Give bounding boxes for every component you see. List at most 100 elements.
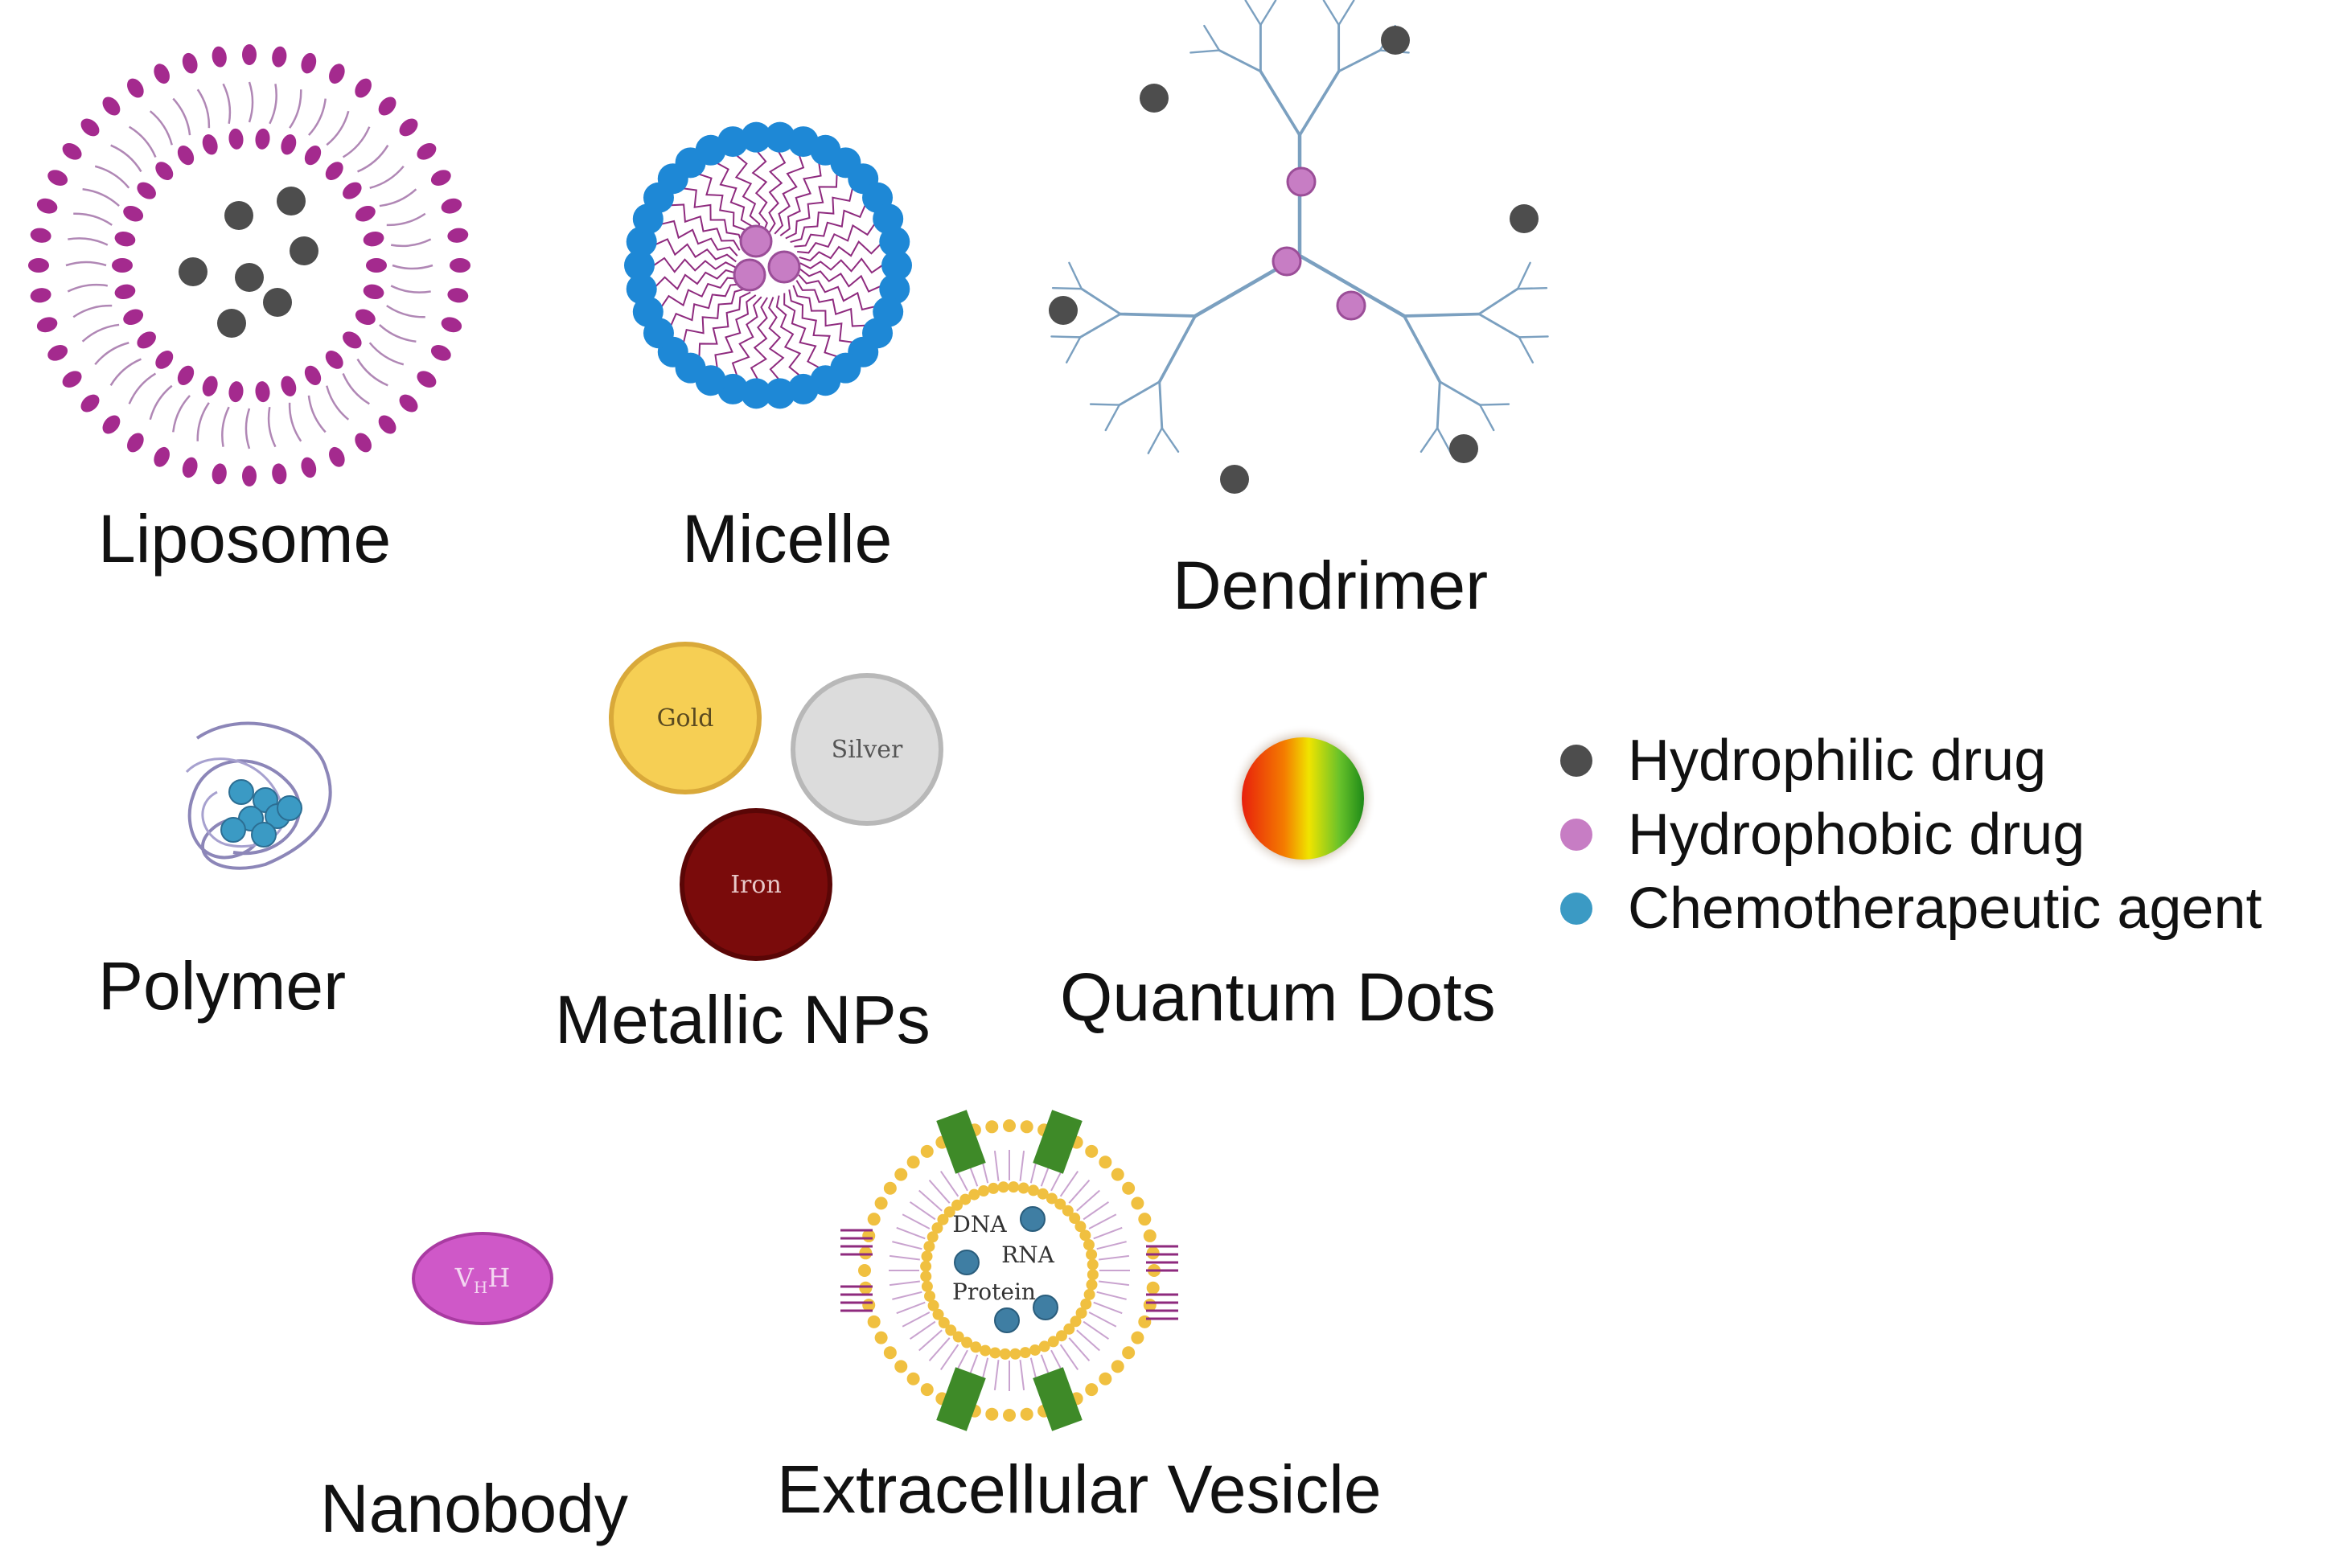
ev-lipid-tail [1076,1189,1100,1212]
inner-lipid-head [363,284,384,300]
nanobody-label-main: V [454,1262,475,1293]
ev-lipid-head [1020,1407,1033,1421]
ev-lipid-head [1075,1307,1087,1319]
micelle-tail [714,294,757,368]
outer-lipid-head [329,446,345,467]
ev-lipid-head [980,1344,992,1357]
dendrimer-branch [1119,312,1197,318]
ev-lipid-head [1111,1168,1124,1181]
gold-particle [609,642,762,794]
micelle-caption: Micelle [682,501,893,577]
micelle-tail [797,224,876,254]
polymer-caption: Polymer [98,948,347,1024]
ev-lipid-head [931,1222,943,1234]
lipid-tail [67,283,109,293]
lipid-tail [72,304,113,318]
lipid-tail [326,110,350,146]
ev-lipid-head [920,1144,934,1158]
ev-lipid-head [883,1346,897,1360]
inner-lipid-head [343,331,362,349]
nanobody-graphic: VHH [412,1232,553,1325]
ev-lipid-head [1087,1269,1099,1281]
lipid-tail [379,324,417,343]
ev-lipid-head [1046,1192,1058,1205]
ev-lipid-head [959,1193,972,1205]
outer-lipid-head [127,78,144,98]
ev-lipid-head [1003,1409,1016,1422]
ev-lipid-tail [1068,1180,1091,1204]
lipid-tail [390,285,431,293]
ev-lipid-head [1111,1360,1124,1373]
ev-lipid-head [921,1250,933,1262]
ev-lipid-tail [918,1329,943,1352]
outer-lipid-head [272,46,287,68]
lipid-tail [356,358,388,387]
ev-lipid-tail [1099,1254,1130,1261]
inner-lipid-head [228,381,244,403]
micelle-tail [799,240,881,262]
dendrimer-graphic [1049,0,1549,494]
ev-lipid-head [1074,1221,1087,1233]
micelle-tail [660,277,739,307]
ev-lipid-head [894,1168,908,1181]
ev-cargo-molecule [954,1250,980,1275]
micelle-tail [785,174,838,240]
ev-channel [936,1110,986,1174]
inner-lipid-head [281,376,297,396]
inner-lipid-head [137,331,156,349]
metallic-caption: Metallic NPs [555,982,931,1057]
outer-lipid-head [378,96,396,116]
ev-lipid-tail [1059,1170,1079,1197]
micelle-tail [683,287,746,343]
silver-particle [791,673,943,826]
inner-lipid-head [355,205,376,222]
ev-lipid-head [1086,1279,1098,1291]
lipid-tail [222,83,232,125]
inner-lipid-head [202,376,218,396]
dendrimer-branch [1079,313,1122,339]
dendrimer-branch [1158,380,1164,429]
ev-channel [936,1367,986,1431]
ev-lipid-head [1087,1258,1099,1270]
outer-lipid-head [301,52,317,74]
ev-lipid-tail [1083,1320,1110,1340]
dendrimer-branch [1244,0,1262,27]
dendrimer-branch [1218,49,1262,73]
lipid-tail [342,126,371,158]
legend-item-chemotherapeutic: Chemotherapeutic agent [1560,872,2262,946]
lipid-tail [172,395,191,433]
ev-lipid-tail [928,1337,951,1361]
ev-lipid-head [985,1407,999,1421]
ev-lipid-head [1131,1331,1144,1344]
dendrimer-branch [1403,312,1481,318]
ev-lipid-tail [928,1180,951,1204]
ev-lipid-head [937,1213,949,1225]
micelle-tail [698,291,751,357]
chemotherapeutic-agent-icon [1560,893,1592,925]
ev-lipid-head [952,1331,964,1343]
micelle-tail [670,283,742,326]
ev-lipid-tail [909,1201,936,1221]
micelle-head [717,126,749,158]
hydrophilic-drug [1449,434,1478,463]
ev-lipid-head [961,1336,973,1348]
ev-lipid-head [894,1360,908,1373]
ev-lipid-head [906,1155,920,1169]
ev-dna-label: DNA [952,1211,1007,1238]
ev-lipid-head [923,1241,935,1253]
hydrophilic-drug [1510,204,1539,233]
ev-lipid-head [1099,1372,1112,1385]
lipid-tail [109,358,142,386]
lipid-tail [128,372,157,404]
legend-label-chemotherapeutic: Chemotherapeutic agent [1628,876,2262,941]
inner-lipid-head [155,351,174,369]
lipid-tail [386,305,425,318]
ev-lipid-head [927,1299,939,1311]
hydrophilic-drug [235,263,264,292]
extracellular-vesicle-caption: Extracellular Vesicle [777,1451,1382,1527]
metallic-nps-graphic: Gold Silver Iron [609,642,943,961]
extracellular-vesicle-graphic [840,1110,1178,1431]
lipid-tail [129,125,157,158]
polymer-chain [185,757,286,848]
